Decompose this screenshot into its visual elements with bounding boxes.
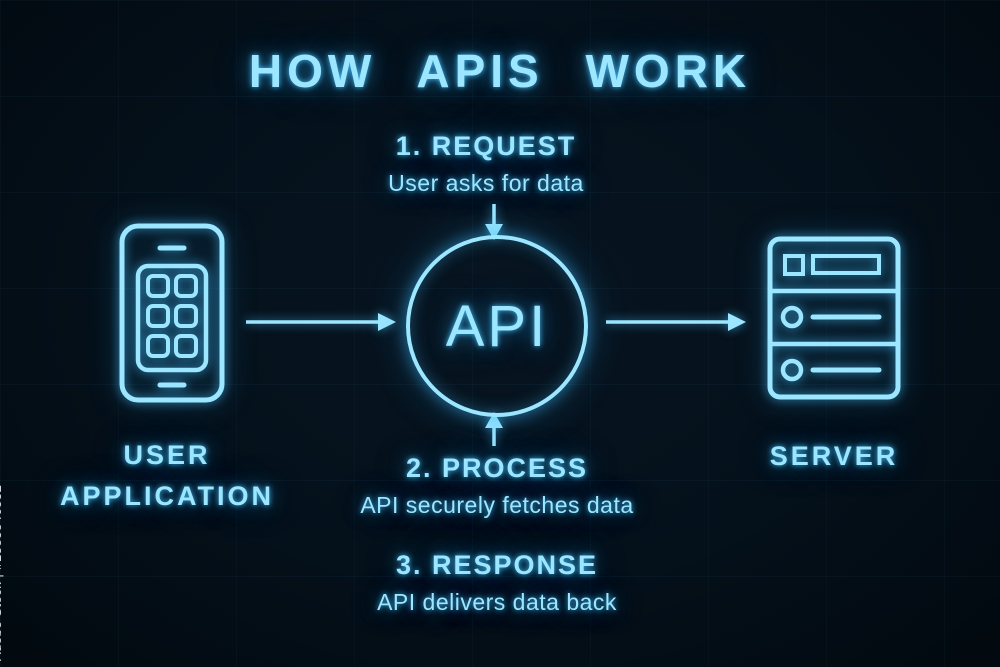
page-title: HOW APIS WORK [248, 45, 752, 97]
step-process-description: API securely fetches data [360, 492, 634, 518]
step-process-label: 2. PROCESS [405, 453, 589, 483]
step-response: 3. RESPONSE API delivers data back [377, 550, 617, 616]
smartphone-icon [119, 223, 225, 403]
stock-watermark: Adobe Stock | #1585846552 [0, 484, 4, 661]
user-application-label: USER APPLICATION [60, 440, 274, 511]
step-request: 1. REQUEST User asks for data [388, 131, 584, 197]
arrow-api-to-server-icon [606, 313, 746, 331]
user-application-node [112, 222, 232, 404]
step-response-label: 3. RESPONSE [395, 550, 599, 580]
server-node [765, 234, 903, 402]
server-label: SERVER [769, 441, 899, 471]
step-request-description: User asks for data [388, 170, 584, 196]
api-label: API [445, 293, 549, 359]
arrow-process-up-icon [485, 412, 503, 446]
step-request-label: 1. REQUEST [395, 131, 577, 161]
step-process: 2. PROCESS API securely fetches data [360, 453, 633, 519]
arrow-user-to-api-icon [246, 313, 396, 331]
api-node: API [406, 235, 588, 417]
step-response-description: API delivers data back [377, 589, 617, 615]
server-icon [767, 236, 901, 400]
